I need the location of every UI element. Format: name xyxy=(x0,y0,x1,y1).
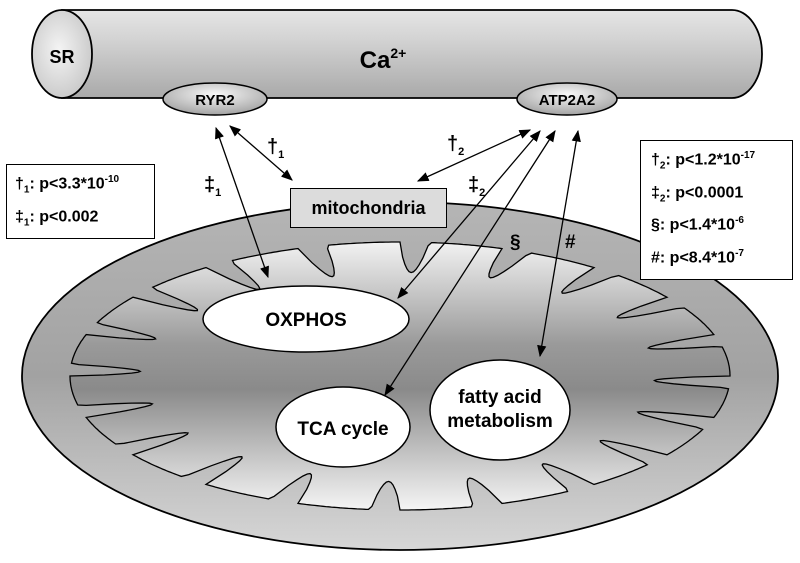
legend-right-row-4: #: p<8.4*10-7 xyxy=(651,247,744,266)
legend-right: †2: p<1.2*10-17 ‡2: p<0.0001 §: p<1.4*10… xyxy=(640,140,793,281)
ryr2-protein: RYR2 xyxy=(162,82,268,116)
symbol-section: § xyxy=(510,232,521,253)
sr-tube: SR Ca2+ xyxy=(31,9,763,99)
arrow-ryr2-mitochondria xyxy=(229,125,293,181)
arrow-atp2a2-tca xyxy=(384,130,556,396)
fatty-acid-label-line2: metabolism xyxy=(447,411,553,432)
arrows xyxy=(215,125,581,396)
mitochondria-box: mitochondria xyxy=(290,188,447,228)
arrow-ryr2-oxphos xyxy=(215,126,269,279)
legend-left-row-2: ‡1: p<0.002 xyxy=(15,207,99,229)
tca-label: TCA cycle xyxy=(297,419,388,440)
legend-left-row-1: †1: p<3.3*10-10 xyxy=(15,174,120,196)
oxphos-node: OXPHOS xyxy=(202,285,410,353)
tca-node: TCA cycle xyxy=(275,386,411,468)
fatty-acid-node: fatty acid metabolism xyxy=(429,359,571,461)
symbol-ddagger-2: ‡2 xyxy=(468,174,485,199)
symbol-dagger-2: †2 xyxy=(447,133,464,158)
calcium-label: Ca2+ xyxy=(360,45,407,74)
symbol-dagger-1: †1 xyxy=(267,136,284,161)
arrow-atp2a2-fatty-acid xyxy=(537,129,581,358)
atp2a2-protein: ATP2A2 xyxy=(516,82,618,116)
legend-left: †1: p<3.3*10-10 ‡1: p<0.002 xyxy=(6,164,155,240)
ryr2-label: RYR2 xyxy=(195,92,234,109)
legend-right-row-2: ‡2: p<0.0001 xyxy=(651,183,744,205)
atp2a2-label: ATP2A2 xyxy=(539,92,595,109)
arrow-symbols: †1 †2 ‡1 ‡2 § # xyxy=(204,133,576,253)
mitochondrion-inner-membrane xyxy=(69,241,731,511)
legend-right-row-1: †2: p<1.2*10-17 xyxy=(651,150,756,172)
symbol-hash: # xyxy=(565,232,576,253)
sr-label: SR xyxy=(49,47,74,67)
oxphos-label: OXPHOS xyxy=(265,310,346,331)
mitochondria-label: mitochondria xyxy=(311,197,426,218)
legend-right-row-3: §: p<1.4*10-6 xyxy=(651,215,744,234)
symbol-ddagger-1: ‡1 xyxy=(204,174,221,199)
sr-tube-end xyxy=(31,9,93,99)
fatty-acid-label-line1: fatty acid xyxy=(458,387,541,408)
